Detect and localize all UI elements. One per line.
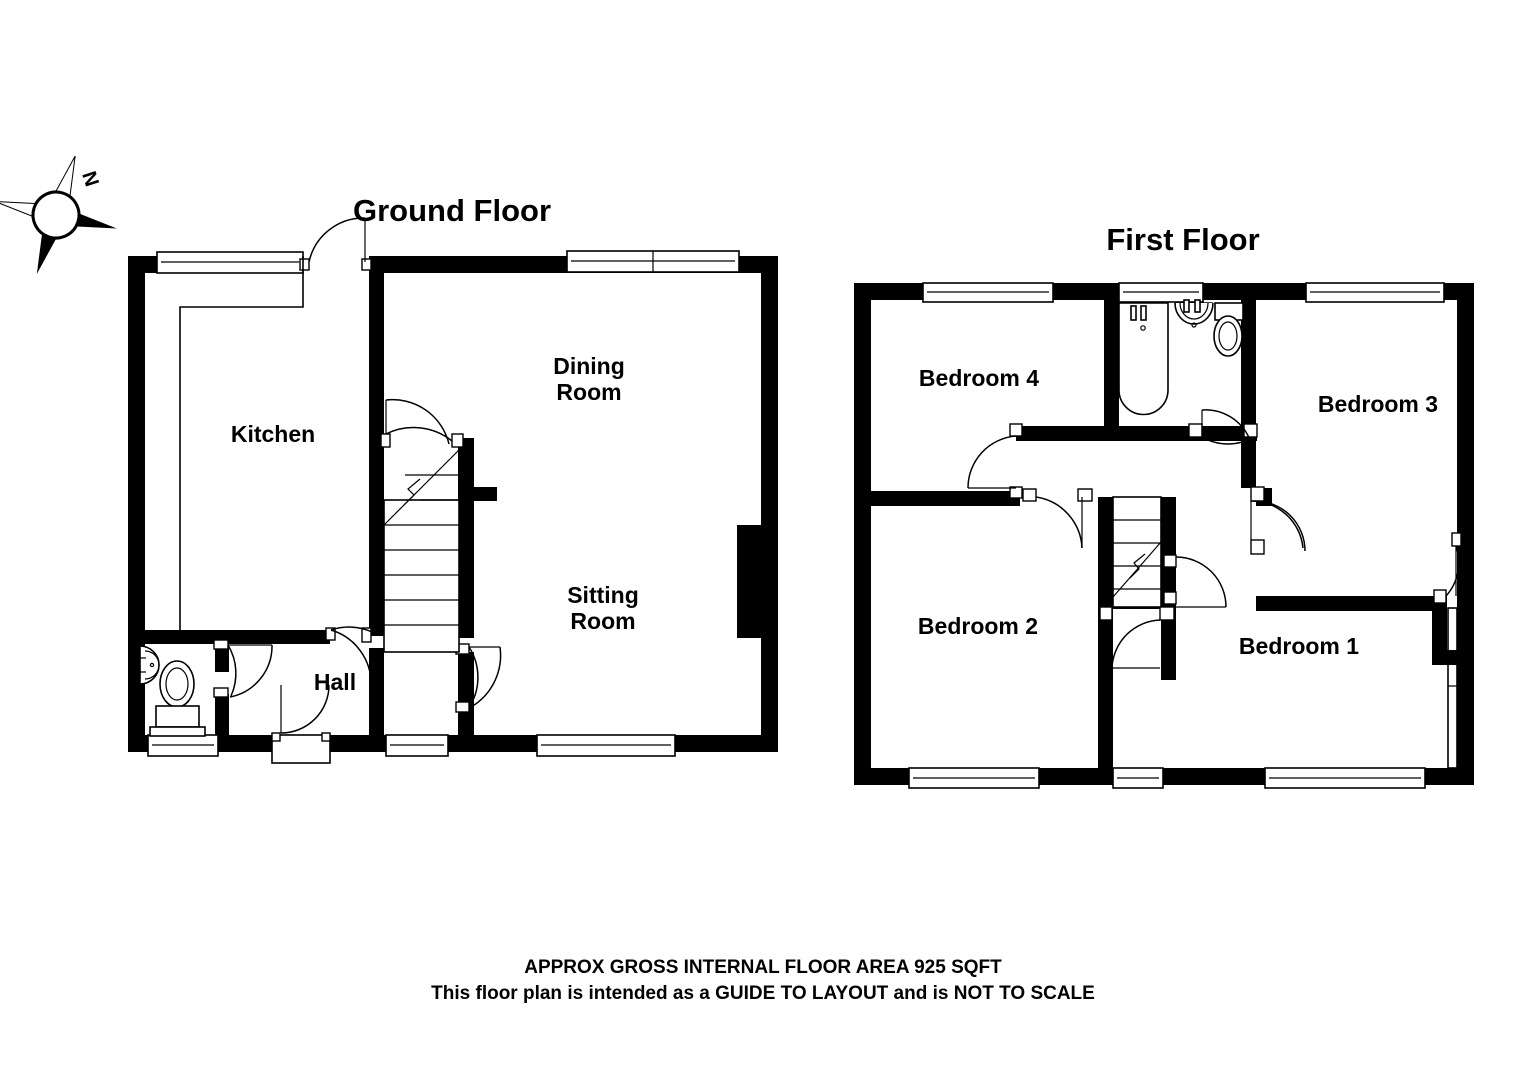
room-label-sitting-room: Sitting Room xyxy=(567,582,639,634)
wall-ground-spine-lower xyxy=(369,648,384,735)
wall-wc-divider-upper xyxy=(215,630,229,672)
door-back-entrance[interactable] xyxy=(299,217,372,271)
door-bedroom3-recess[interactable] xyxy=(1433,532,1462,604)
wall-stair-left-lower xyxy=(1098,609,1113,785)
wall-bathroom-bottom xyxy=(1016,426,1119,441)
door-bathroom[interactable] xyxy=(1188,409,1258,445)
door-bedroom3[interactable] xyxy=(1250,486,1306,555)
first-floor-title: First Floor xyxy=(1106,222,1259,257)
svg-text:Room: Room xyxy=(570,608,635,634)
window-sitting-bottom xyxy=(536,734,676,757)
svg-text:Dining: Dining xyxy=(553,353,625,379)
window-bed4-top xyxy=(922,282,1054,303)
wall-bed1-recess-bottom xyxy=(1432,650,1458,665)
room-label-hall: Hall xyxy=(314,669,356,695)
ground-floor-title: Ground Floor xyxy=(353,193,551,228)
wall-bed4-bath xyxy=(1104,283,1119,440)
wc-basin xyxy=(139,645,160,685)
window-kitchen-top xyxy=(156,251,304,274)
bathroom-basin xyxy=(1174,299,1214,328)
wall-bathroom-bottom-right xyxy=(1119,426,1257,441)
door-bedroom2[interactable] xyxy=(1022,488,1093,549)
door-kitchen-hall[interactable] xyxy=(325,626,373,687)
wall-stair-right-first xyxy=(1161,497,1176,607)
wall-ground-bottom xyxy=(128,735,778,752)
wall-stub-sitting xyxy=(458,487,497,501)
wall-kitchen-bottom-left xyxy=(128,630,228,644)
ground-floor-plan: Kitchen Dining Room Sitting Room Hall xyxy=(128,217,778,764)
room-label-bedroom-3: Bedroom 3 xyxy=(1318,391,1438,417)
window-bathroom-top xyxy=(1118,282,1204,303)
wc-toilet xyxy=(149,660,206,737)
room-label-bedroom-4: Bedroom 4 xyxy=(919,365,1039,391)
room-label-kitchen: Kitchen xyxy=(231,421,315,447)
svg-text:Room: Room xyxy=(556,379,621,405)
door-bedroom1[interactable] xyxy=(1163,554,1227,608)
room-label-bedroom-2: Bedroom 2 xyxy=(918,613,1038,639)
room-label-dining-room: Dining Room xyxy=(553,353,625,405)
door-hall-wc[interactable] xyxy=(213,639,273,698)
wall-bed3-bed1 xyxy=(1256,596,1446,611)
staircase-first xyxy=(1112,496,1162,608)
wall-first-left xyxy=(854,283,871,785)
footer-scale-text: This floor plan is intended as a GUIDE T… xyxy=(431,983,1095,1004)
window-hall-bottom xyxy=(385,734,449,757)
chimney-breast-sitting-room xyxy=(737,525,762,638)
window-bed3-top xyxy=(1305,282,1445,303)
wall-stair-right-lower xyxy=(458,652,474,735)
first-floor-plan: Bedroom 4 Bedroom 3 Bedroom 2 Bedroom 1 xyxy=(854,282,1474,789)
wall-stair-left-first xyxy=(1098,497,1113,609)
wall-wc-divider-lower xyxy=(215,694,229,736)
wall-ground-right xyxy=(761,256,778,752)
staircase-ground xyxy=(383,449,460,653)
window-bed2-bottom xyxy=(908,767,1040,789)
north-label: N xyxy=(77,169,102,190)
door-bedroom4[interactable] xyxy=(967,423,1023,499)
window-dining-top xyxy=(566,250,740,273)
front-door[interactable] xyxy=(271,684,331,764)
kitchen-units xyxy=(179,256,304,630)
bathroom-toilet xyxy=(1213,302,1244,357)
wardrobe-bedroom1 xyxy=(1447,607,1458,769)
wall-bed4-bed2 xyxy=(854,491,1020,506)
wall-stair-right-upper xyxy=(458,438,474,638)
window-wc-bottom xyxy=(147,734,219,757)
door-hall-sitting[interactable] xyxy=(455,643,502,713)
door-landing-bottom[interactable] xyxy=(1099,606,1175,669)
door-stair-dining[interactable] xyxy=(380,398,464,448)
north-arrow: N xyxy=(0,155,117,274)
wall-first-right xyxy=(1457,283,1474,785)
svg-text:Sitting: Sitting xyxy=(567,582,639,608)
bath-tub xyxy=(1118,302,1169,416)
footer-disclaimer: APPROX GROSS INTERNAL FLOOR AREA 925 SQF… xyxy=(431,957,1095,1004)
wall-ground-spine-upper xyxy=(369,256,384,636)
wall-ground-left xyxy=(128,256,145,752)
wall-bed1-recess xyxy=(1432,596,1447,660)
window-stair-bottom xyxy=(1112,767,1164,789)
window-bed1-bottom xyxy=(1264,767,1426,789)
room-label-bedroom-1: Bedroom 1 xyxy=(1239,633,1359,659)
footer-area-text: APPROX GROSS INTERNAL FLOOR AREA 925 SQF… xyxy=(524,957,1002,978)
wall-kitchen-bottom-right xyxy=(228,630,330,644)
